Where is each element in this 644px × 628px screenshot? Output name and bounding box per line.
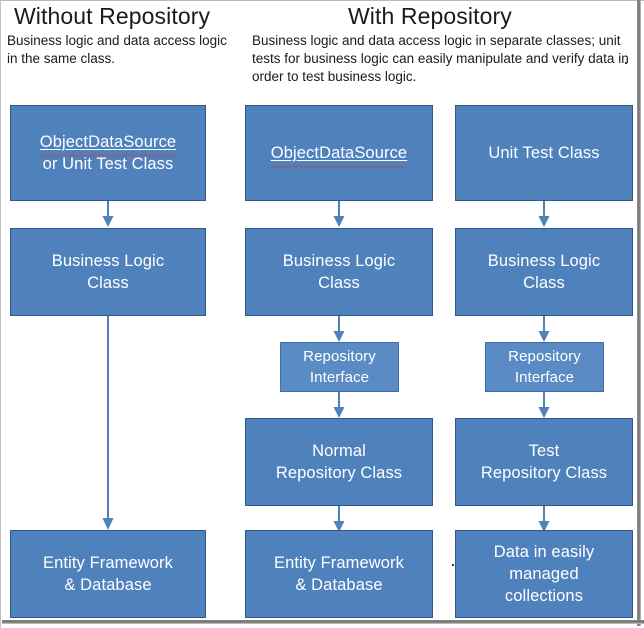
arrow-c3-repository-interface-to-test-repository <box>537 392 551 419</box>
box-label-managed: managed <box>509 565 579 583</box>
arrow-c3-test-repository-to-data-collections <box>537 506 551 533</box>
arrow-c3-business-logic-to-repository-interface <box>537 316 551 343</box>
box-label-collections: collections <box>504 587 584 605</box>
box-label-entity-framework: Entity Framework <box>274 554 404 572</box>
frame-left-edge <box>0 0 1 628</box>
box-label-data-in-easily: Data in easily <box>493 543 595 561</box>
box-c2-objectdatasource: ObjectDataSource <box>245 105 433 201</box>
box-c2-repository-interface: Repository Interface <box>280 342 399 392</box>
box-label-repository-class: Repository Class <box>275 464 403 482</box>
frame-top-edge <box>0 0 644 1</box>
box-label-unit-test-class: Unit Test Class <box>488 144 600 162</box>
box-label-interface: Interface <box>514 369 575 386</box>
box-label-objectdatasource: ObjectDataSource <box>270 144 408 168</box>
box-label-or-unit-test-class: or Unit Test Class <box>42 155 174 173</box>
frame-right-edge <box>637 0 641 626</box>
frame-bottom-edge <box>2 620 644 624</box>
arrow-c1-business-logic-to-entity-framework <box>101 316 115 531</box>
arrow-c2-repository-interface-to-normal-repository <box>332 392 346 419</box>
box-label-entity-framework: Entity Framework <box>43 554 173 572</box>
box-label-database: & Database <box>295 576 383 594</box>
box-c1-entity-framework-database: Entity Framework & Database <box>10 530 206 618</box>
arrow-c2-source-to-business-logic <box>332 201 346 228</box>
box-label-database: & Database <box>64 576 152 594</box>
box-label-business-logic: Business Logic <box>487 252 601 270</box>
box-c3-test-repository-class: Test Repository Class <box>455 418 633 506</box>
box-label-business-logic: Business Logic <box>51 252 165 270</box>
box-label-test: Test <box>528 442 560 460</box>
box-c1-business-logic-class: Business Logic Class <box>10 228 206 316</box>
arrow-c2-business-logic-to-repository-interface <box>332 316 346 343</box>
box-label-repository-class: Repository Class <box>480 464 608 482</box>
box-label-class: Class <box>87 274 129 292</box>
arrow-c1-source-to-business-logic <box>101 201 115 228</box>
box-objectdatasource-or-unit-test-class: ObjectDataSource or Unit Test Class <box>10 105 206 201</box>
scan-speck <box>625 62 627 64</box>
box-label-normal: Normal <box>312 442 366 460</box>
box-label-objectdatasource: ObjectDataSource <box>39 133 177 157</box>
column-description-with-repository: Business logic and data access logic in … <box>252 33 629 84</box>
box-label-class: Class <box>318 274 360 292</box>
box-c3-business-logic-class: Business Logic Class <box>455 228 633 316</box>
box-c3-data-in-easily-managed-collections: Data in easily managed collections <box>455 530 633 618</box>
scan-speck <box>452 564 454 566</box>
box-c2-business-logic-class: Business Logic Class <box>245 228 433 316</box>
column-description-without-repository: Business logic and data access logic in … <box>7 33 227 66</box>
box-label-class: Class <box>523 274 565 292</box>
arrow-c2-normal-repository-to-entity-framework <box>332 506 346 533</box>
box-label-interface: Interface <box>309 369 370 386</box>
box-c2-normal-repository-class: Normal Repository Class <box>245 418 433 506</box>
box-label-repository: Repository <box>303 348 376 365</box>
box-label-repository: Repository <box>508 348 581 365</box>
box-c2-entity-framework-database: Entity Framework & Database <box>245 530 433 618</box>
box-c3-repository-interface: Repository Interface <box>485 342 604 392</box>
column-title-with-repository: With Repository <box>348 3 512 29</box>
box-c3-unit-test-class: Unit Test Class <box>455 105 633 201</box>
box-label-business-logic: Business Logic <box>282 252 396 270</box>
arrow-c3-unit-test-to-business-logic <box>537 201 551 228</box>
column-title-without-repository: Without Repository <box>14 3 211 29</box>
